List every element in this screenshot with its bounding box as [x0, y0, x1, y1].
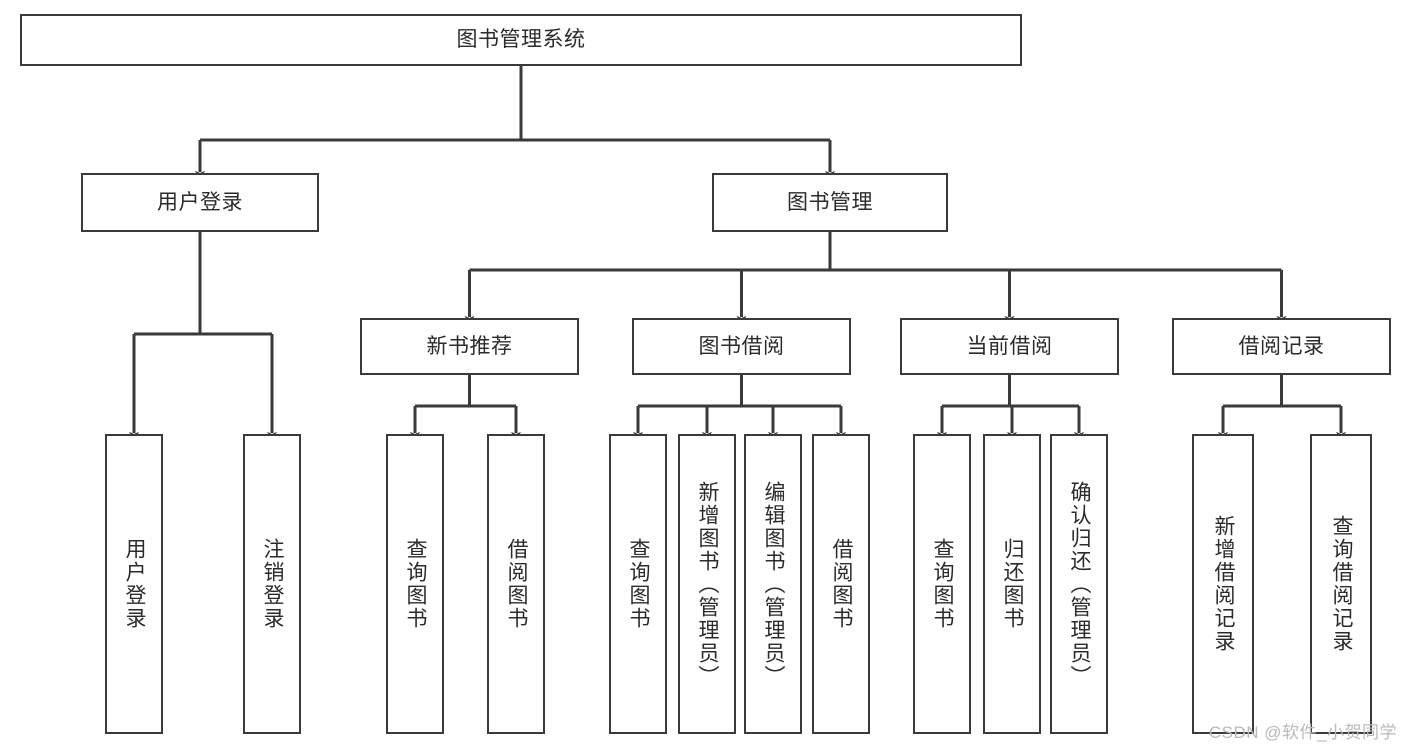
node-root[interactable]: 图书管理系统: [20, 14, 1022, 66]
node-label: 借阅图书: [830, 538, 854, 630]
node-label: 注销登录: [261, 538, 285, 630]
node-l2-3[interactable]: 借阅记录: [1172, 318, 1391, 375]
node-l1-0[interactable]: 用户登录: [81, 173, 319, 232]
node-label: 新增图书（管理员）: [696, 480, 720, 688]
node-l2-0[interactable]: 新书推荐: [360, 318, 579, 375]
node-leaf-1[interactable]: 注销登录: [243, 434, 301, 734]
node-leaf-0[interactable]: 用户登录: [105, 434, 163, 734]
node-leaf-8[interactable]: 查询图书: [913, 434, 971, 734]
node-label: 查询图书: [931, 538, 955, 630]
node-label: 查询图书: [627, 538, 651, 630]
node-leaf-6[interactable]: 编辑图书（管理员）: [744, 434, 802, 734]
node-leaf-11[interactable]: 新增借阅记录: [1192, 434, 1254, 734]
node-label: 图书管理系统: [456, 28, 586, 52]
node-label: 图书管理: [787, 190, 873, 214]
node-l2-1[interactable]: 图书借阅: [632, 318, 851, 375]
node-leaf-10[interactable]: 确认归还（管理员）: [1050, 434, 1108, 734]
node-leaf-5[interactable]: 新增图书（管理员）: [678, 434, 736, 734]
node-leaf-9[interactable]: 归还图书: [983, 434, 1041, 734]
node-label: 新书推荐: [426, 334, 513, 358]
node-label: 借阅图书: [505, 538, 529, 630]
node-l1-1[interactable]: 图书管理: [712, 173, 948, 232]
node-leaf-12[interactable]: 查询借阅记录: [1310, 434, 1372, 734]
node-label: 归还图书: [1001, 538, 1025, 630]
node-label: 图书借阅: [698, 334, 785, 358]
node-label: 用户登录: [157, 190, 243, 214]
node-leaf-2[interactable]: 查询图书: [386, 434, 444, 734]
node-label: 查询图书: [404, 538, 428, 630]
edge-paths: [129, 66, 1346, 441]
node-label: 确认归还（管理员）: [1068, 480, 1092, 688]
node-label: 借阅记录: [1238, 334, 1325, 358]
node-leaf-7[interactable]: 借阅图书: [812, 434, 870, 734]
node-leaf-4[interactable]: 查询图书: [609, 434, 667, 734]
node-label: 用户登录: [123, 538, 147, 630]
node-label: 新增借阅记录: [1212, 515, 1236, 653]
node-label: 编辑图书（管理员）: [762, 480, 786, 688]
node-label: 当前借阅: [966, 334, 1053, 358]
node-l2-2[interactable]: 当前借阅: [900, 318, 1119, 375]
node-leaf-3[interactable]: 借阅图书: [487, 434, 545, 734]
node-label: 查询借阅记录: [1330, 515, 1354, 653]
